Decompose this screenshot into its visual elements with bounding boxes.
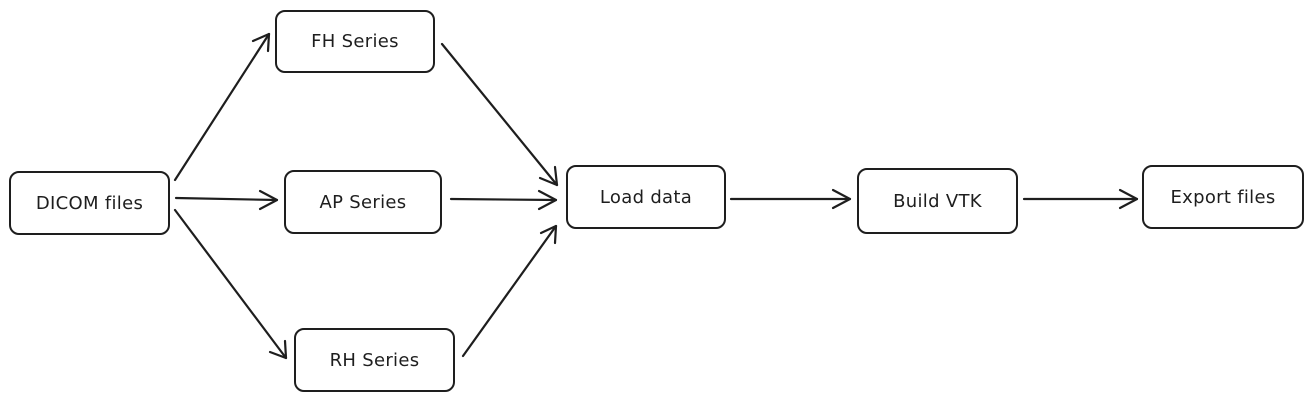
edge-rh-to-load	[461, 224, 558, 358]
edge-build-to-export	[1022, 188, 1139, 210]
node-export-files: Export files	[1142, 165, 1304, 229]
node-dicom-files: DICOM files	[9, 171, 170, 235]
node-build-vtk: Build VTK	[857, 168, 1018, 234]
edge-dicom-to-rh	[173, 208, 288, 360]
edge-ap-to-load	[449, 189, 558, 211]
node-ap-series: AP Series	[284, 170, 442, 234]
node-load-data: Load data	[566, 165, 726, 229]
edge-load-to-build	[729, 188, 852, 210]
edge-fh-to-load	[440, 42, 559, 187]
edge-dicom-to-ap	[174, 189, 279, 211]
edge-dicom-to-fh	[173, 32, 271, 182]
node-rh-series: RH Series	[294, 328, 455, 392]
node-fh-series: FH Series	[275, 10, 435, 73]
